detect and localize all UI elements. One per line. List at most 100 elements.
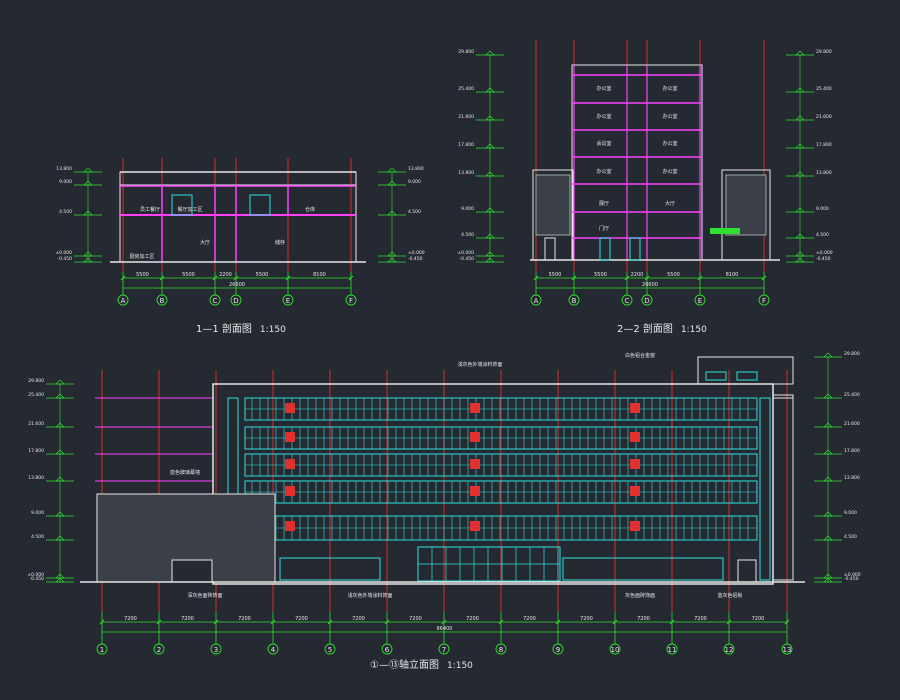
dim-value: 5500 [136,272,149,278]
level-value: 13.800 [816,170,832,176]
axis-label: B [572,297,577,305]
red-panel [470,521,480,531]
dim-value: 2200 [219,272,232,278]
axis-label: 1 [100,646,104,654]
dim-tick [533,275,539,281]
dim-value: 7200 [352,616,365,622]
dim-tick [555,619,561,625]
dim-tick [726,619,732,625]
dim-tick [348,275,354,281]
dim-value: 8100 [313,272,326,278]
section-2-scale: 1:150 [680,325,707,335]
axis-label: 11 [668,646,677,654]
red-panel [630,521,640,531]
axis-bubble [609,643,621,655]
section-2-level-marks: 29.80025.40021.60017.80013.8009.0004.500… [457,49,833,263]
axis-label: 5 [328,646,332,654]
level-value: 4.500 [461,232,474,238]
dim-tick [669,619,675,625]
axis-bubble [758,294,770,306]
room-label: 办公室 [596,168,611,175]
material-note: 蓝灰色铝板 [717,592,742,599]
section-1-level-marks: 13.8009.0004.500±0.000-0.45013.8009.0004… [55,166,425,263]
axis-bubble [156,294,168,306]
room-label: 大厅 [665,200,675,207]
axis-label: 10 [611,646,620,654]
dim-value: 5500 [667,272,680,278]
dim-value: 5500 [182,272,195,278]
level-value: 9.000 [844,510,857,516]
dim-value: 7200 [637,616,650,622]
level-value: 25.400 [458,86,474,92]
level-value: 29.800 [458,49,474,55]
level-triangle [387,167,397,173]
axis-bubble [694,294,706,306]
level-value: 29.800 [28,378,44,384]
level-value: 21.600 [844,421,860,427]
elevation-level-marks: 29.80025.40021.60017.80013.8009.0004.500… [27,351,861,583]
red-panel [285,403,295,413]
room-label: 办公室 [662,85,677,92]
axis-label: D [233,297,238,305]
level-value: 29.800 [844,351,860,357]
level-triangle [83,167,93,173]
red-panel [285,432,295,442]
level-value: 17.800 [458,142,474,148]
level-value: ±0.000 [457,250,474,256]
level-value: ±0.000 [844,572,861,578]
room-label: 仓库 [305,206,315,213]
axis-label: 9 [556,646,560,654]
dim-value: 5500 [549,272,562,278]
section-1-building [110,171,366,263]
dim-tick [612,619,618,625]
level-value: 17.800 [816,142,832,148]
level-value: 13.800 [844,475,860,481]
elevation-material-notes: 浅灰色外墙涂料饰面白色铝合金窗蓝色玻璃幕墙深灰色面砖饰面浅灰色外墙涂料饰面灰色面… [170,352,743,599]
room-label: 办公室 [662,168,677,175]
level-value: -0.450 [29,576,44,582]
red-panel [285,521,295,531]
axis-bubble [641,294,653,306]
room-label: 会议室 [596,140,611,147]
dim-value: 7200 [295,616,308,622]
material-note: 白色铝合金窗 [625,352,655,359]
elevation-window-bands [244,397,758,541]
material-note: 浅灰色外墙涂料饰面 [457,361,502,368]
axis-bubble [210,643,222,655]
dim-tick [644,275,650,281]
level-value: -0.450 [816,256,831,262]
red-panel [470,486,480,496]
level-value: 13.800 [458,170,474,176]
elevation-curtain-wall [417,547,560,581]
red-panel [630,486,640,496]
dim-tick [120,275,126,281]
room-label: 办公室 [662,113,677,120]
axis-bubble [324,643,336,655]
axis-label: 6 [385,646,390,654]
axis-label: A [121,297,126,305]
level-value: 9.000 [816,206,829,212]
dim-tick [213,619,219,625]
dim-value: 5500 [594,272,607,278]
red-panel [470,432,480,442]
axis-bubble [381,643,393,655]
section-2-title-text: 2—2 剖面图 [617,324,673,335]
elevation-scale: 1:150 [446,661,473,671]
dim-tick [212,275,218,281]
dim-tick [159,275,165,281]
room-label: 员工餐厅 [140,206,160,213]
axis-label: E [698,297,702,305]
axis-bubble [153,643,165,655]
section-2-building [530,64,780,261]
dim-tick [697,275,703,281]
section-2-title: 2—2 剖面图 1:150 [617,320,707,335]
axis-bubble [568,294,580,306]
dim-value: 7200 [181,616,194,622]
axis-label: 3 [214,646,218,654]
axis-label: F [762,297,766,305]
axis-bubble [117,294,129,306]
room-label: 办公室 [596,113,611,120]
dim-total: 86400 [437,626,453,632]
